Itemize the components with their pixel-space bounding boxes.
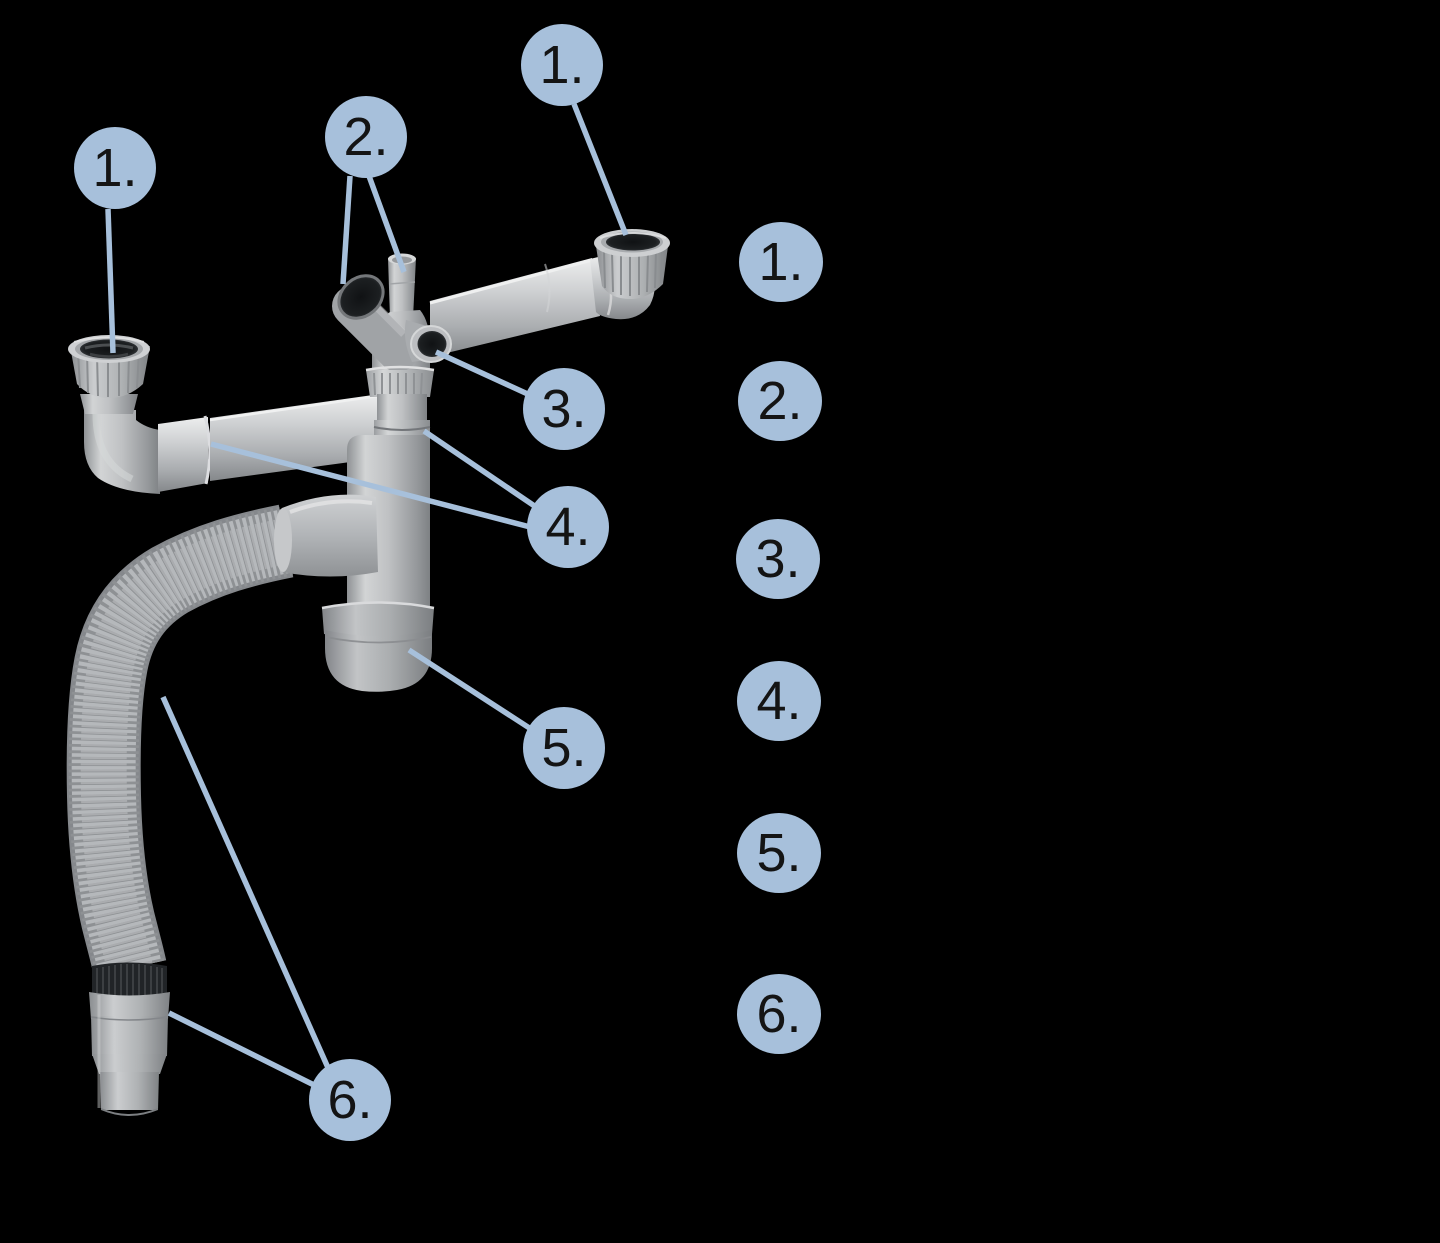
sink-drain-fitting-left <box>68 335 150 414</box>
callout-4-label: 4. <box>545 497 591 557</box>
legend-item-1: 1. <box>739 222 823 302</box>
callout-4: 4. <box>527 486 609 568</box>
legend-item-6-label: 6. <box>756 984 802 1044</box>
leader-5 <box>407 647 536 734</box>
leader-6a <box>160 695 332 1072</box>
legend-item-5-label: 5. <box>756 823 802 883</box>
center-tee-assembly <box>332 253 452 374</box>
callout-1-left-label: 1. <box>92 138 138 198</box>
hose-elbow-sleeve <box>274 494 378 577</box>
callout-3-label: 3. <box>541 379 587 439</box>
callout-1-left: 1. <box>74 127 156 209</box>
legend-item-3: 3. <box>736 519 820 599</box>
leader-lines <box>105 102 629 1089</box>
callout-1-right: 1. <box>521 24 603 106</box>
callout-1-right-label: 1. <box>539 35 585 95</box>
left-inlet-pipe <box>84 394 380 494</box>
legend-item-4-label: 4. <box>756 671 802 731</box>
callout-3: 3. <box>523 368 605 450</box>
callout-5: 5. <box>523 707 605 789</box>
leader-4b <box>210 441 535 531</box>
callout-6-label: 6. <box>327 1070 373 1130</box>
leader-3 <box>434 349 534 399</box>
callout-2-label: 2. <box>343 107 389 167</box>
legend-item-4: 4. <box>737 661 821 741</box>
leader-6b <box>167 1010 318 1089</box>
hose-end-fitting <box>89 962 170 1116</box>
leader-1-right <box>571 102 629 237</box>
corrugated-hose <box>66 504 294 977</box>
body-upper-tube <box>377 394 427 426</box>
siphon-cup <box>321 601 435 692</box>
legend-item-3-label: 3. <box>755 529 801 589</box>
callout-2: 2. <box>325 96 407 178</box>
legend-item-6: 6. <box>737 974 821 1054</box>
leader-2a <box>340 175 353 285</box>
sink-drain-fitting-right <box>594 229 670 299</box>
callout-6: 6. <box>309 1059 391 1141</box>
callout-5-label: 5. <box>541 718 587 778</box>
legend-item-5: 5. <box>737 813 821 893</box>
legend-item-2: 2. <box>738 361 822 441</box>
leader-2b <box>366 175 407 273</box>
legend-item-1-label: 1. <box>758 232 804 292</box>
legend-item-2-label: 2. <box>757 371 803 431</box>
washing-machine-nozzle-angled <box>332 274 418 372</box>
leader-4a <box>422 428 538 510</box>
compression-nut-top <box>365 365 435 397</box>
leader-1-left <box>105 208 116 354</box>
